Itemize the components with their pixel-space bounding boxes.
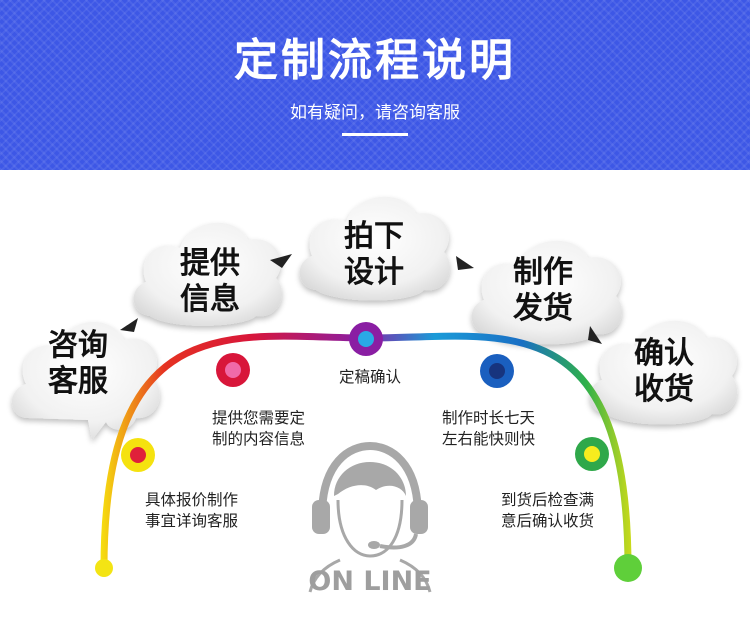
step-4-description: 制作时长七天 左右能快则快 bbox=[442, 408, 562, 450]
node-step-5 bbox=[575, 437, 609, 471]
desc-3-line1: 定稿确认 bbox=[338, 368, 401, 386]
desc-4-line2: 左右能快则快 bbox=[442, 430, 536, 448]
desc-1-line1: 具体报价制作 bbox=[145, 491, 239, 509]
step-2-line1: 提供 bbox=[180, 246, 240, 281]
node-step-2 bbox=[216, 353, 250, 387]
desc-2-line1: 提供您需要定 bbox=[212, 409, 306, 427]
arrow-icon bbox=[270, 254, 292, 268]
step-4-label: 制作 发货 bbox=[503, 255, 583, 327]
desc-2-line2: 制的内容信息 bbox=[212, 430, 306, 448]
step-2-label: 提供 信息 bbox=[170, 246, 250, 318]
desc-4-line1: 制作时长七天 bbox=[442, 409, 536, 427]
desc-5-line1: 到货后检查满 bbox=[501, 491, 595, 509]
step-5-line1: 确认 bbox=[634, 336, 694, 371]
cloud-order-design bbox=[299, 196, 451, 301]
arrow-icon bbox=[456, 256, 474, 270]
online-label: ON LINE bbox=[308, 566, 432, 597]
step-5-description: 到货后检查满 意后确认收货 bbox=[501, 490, 621, 532]
step-1-label: 咨询 客服 bbox=[38, 328, 118, 400]
arc-start-dot bbox=[95, 559, 113, 577]
step-1-description: 具体报价制作 事宜详询客服 bbox=[145, 490, 265, 532]
node-step-3 bbox=[349, 322, 383, 356]
cloud-consult-service bbox=[11, 321, 160, 440]
step-5-label: 确认 收货 bbox=[624, 336, 704, 408]
step-3-line2: 设计 bbox=[344, 255, 404, 290]
arrow-icon bbox=[588, 326, 602, 344]
desc-1-line2: 事宜详询客服 bbox=[145, 512, 239, 530]
step-3-description: 定稿确认 bbox=[320, 367, 420, 388]
customer-service-headset-icon bbox=[308, 441, 432, 593]
title-divider bbox=[342, 133, 408, 136]
page-subtitle: 如有疑问，请咨询客服 bbox=[290, 103, 460, 123]
step-4-line2: 发货 bbox=[513, 291, 573, 326]
header-banner: 定制流程说明 如有疑问，请咨询客服 bbox=[0, 0, 750, 170]
step-1-line1: 咨询 bbox=[48, 328, 108, 363]
node-step-1 bbox=[121, 438, 155, 472]
arc-end-dot bbox=[614, 554, 642, 582]
step-1-line2: 客服 bbox=[48, 364, 108, 399]
arrow-icon bbox=[120, 318, 138, 332]
step-3-label: 拍下 设计 bbox=[334, 219, 414, 291]
step-4-line1: 制作 bbox=[513, 255, 573, 290]
cloud-produce-ship bbox=[471, 240, 623, 345]
page-title: 定制流程说明 bbox=[234, 35, 516, 86]
node-step-4 bbox=[480, 354, 514, 388]
step-2-description: 提供您需要定 制的内容信息 bbox=[212, 408, 332, 450]
step-2-line2: 信息 bbox=[180, 282, 240, 317]
step-5-line2: 收货 bbox=[634, 372, 694, 407]
desc-5-line2: 意后确认收货 bbox=[501, 512, 595, 530]
step-3-line1: 拍下 bbox=[344, 219, 404, 254]
cloud-confirm-receipt bbox=[589, 320, 738, 425]
cloud-provide-info bbox=[133, 222, 283, 326]
